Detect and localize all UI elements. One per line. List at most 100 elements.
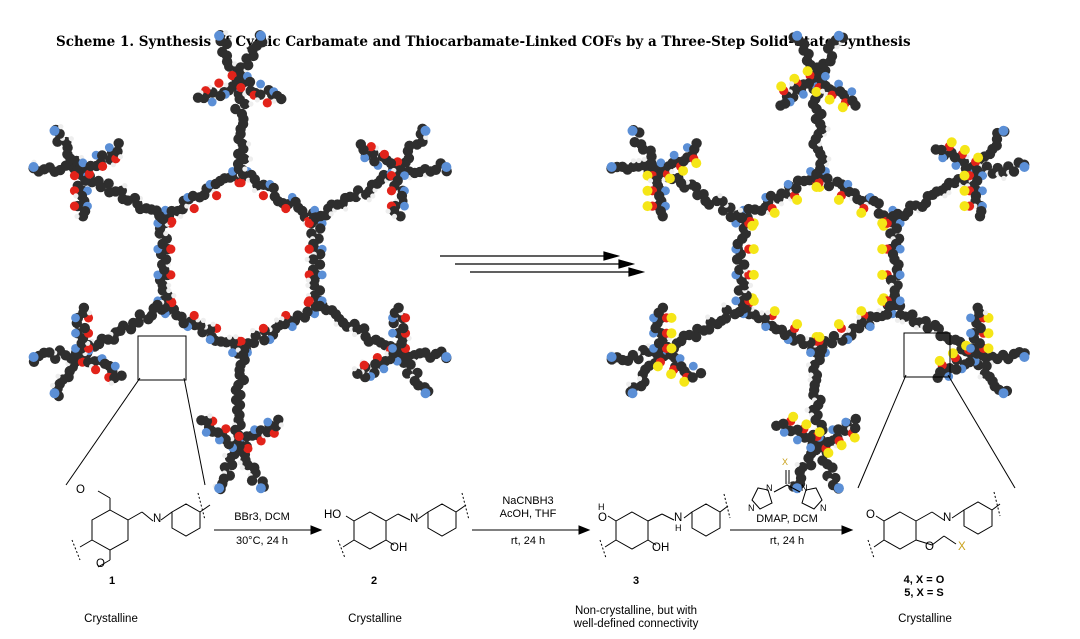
atom	[823, 180, 835, 192]
atom	[737, 207, 744, 213]
atom	[692, 189, 703, 201]
scheme-title: Scheme 1. Synthesis of Cyclic Carbamate …	[56, 34, 911, 50]
atom	[873, 198, 884, 209]
atom	[983, 312, 994, 323]
atom	[895, 270, 905, 280]
atom	[642, 170, 653, 181]
atom	[657, 211, 668, 222]
atom	[55, 373, 61, 379]
cmpd2-atom-n: N	[410, 513, 419, 525]
atom	[305, 282, 311, 288]
cmpd3-atom-h-n: H	[675, 523, 682, 533]
atom	[717, 193, 723, 199]
atom	[83, 343, 94, 353]
atom	[247, 156, 254, 162]
step2-reagent-2: AcOH, THF	[499, 508, 557, 520]
atom	[210, 321, 216, 327]
atom	[214, 78, 224, 88]
atom	[166, 287, 172, 294]
atom	[843, 179, 853, 189]
atom	[808, 372, 814, 378]
atom	[747, 220, 758, 231]
reagent-structure	[751, 470, 823, 510]
atom	[729, 309, 741, 320]
atom	[642, 201, 653, 212]
atom	[214, 483, 225, 494]
reaction-arrows	[214, 525, 854, 535]
atom	[441, 352, 452, 362]
atom	[946, 137, 957, 148]
atom	[913, 325, 920, 331]
atom	[400, 171, 409, 181]
atom	[664, 173, 675, 184]
atom	[725, 211, 736, 223]
atom	[163, 230, 169, 237]
atom	[691, 138, 702, 149]
atom	[263, 417, 273, 427]
atom	[966, 328, 975, 338]
atom	[71, 313, 80, 323]
atom	[695, 368, 707, 379]
compound-3-label-line2: well-defined connectivity	[573, 618, 699, 630]
atom	[314, 300, 326, 312]
atom	[885, 228, 896, 239]
atom	[837, 335, 848, 346]
atom	[1019, 162, 1030, 172]
atom	[679, 376, 690, 387]
atom	[972, 302, 983, 313]
atom	[636, 157, 642, 164]
atom	[894, 317, 901, 323]
atom	[678, 165, 689, 176]
atom	[769, 207, 780, 218]
atom	[833, 30, 844, 41]
atom	[711, 195, 723, 207]
atom	[262, 98, 272, 108]
atom	[110, 162, 116, 168]
atom	[97, 150, 108, 161]
atom	[895, 244, 905, 254]
atom	[230, 103, 241, 115]
atom	[271, 98, 277, 104]
atom	[825, 126, 831, 132]
atom	[793, 435, 802, 445]
atom	[273, 317, 280, 323]
atom	[666, 343, 677, 354]
atom	[877, 218, 888, 229]
atom	[258, 191, 268, 201]
atom	[239, 465, 245, 471]
atom	[641, 156, 647, 162]
atom	[189, 310, 199, 321]
atom	[278, 422, 284, 428]
atom	[366, 197, 372, 203]
atom	[201, 428, 211, 437]
atom	[384, 351, 390, 357]
atom	[837, 102, 848, 113]
atom	[143, 314, 154, 325]
atom	[402, 368, 413, 379]
zoom-line-right-1	[857, 374, 907, 489]
atom	[423, 134, 429, 140]
atom	[792, 483, 803, 494]
atom	[778, 201, 785, 207]
atom	[71, 328, 80, 338]
atom	[400, 201, 409, 211]
atom	[775, 100, 786, 111]
reagent-atom-n1: N	[766, 483, 773, 493]
cmpd1-atom-n: N	[153, 513, 162, 525]
atom	[113, 138, 124, 149]
atom	[304, 218, 314, 228]
atom	[398, 322, 409, 334]
atom	[794, 461, 800, 468]
atom	[657, 302, 669, 313]
atom	[256, 436, 266, 446]
atom	[167, 216, 177, 227]
reagent-atom-x: X	[782, 457, 789, 467]
atom	[246, 141, 252, 147]
atom	[850, 422, 861, 434]
atom	[122, 183, 128, 189]
atom	[84, 169, 94, 179]
atom	[166, 244, 176, 254]
reagent-atom-n4: N	[820, 503, 827, 513]
atom	[315, 223, 326, 234]
atom	[1019, 352, 1030, 362]
